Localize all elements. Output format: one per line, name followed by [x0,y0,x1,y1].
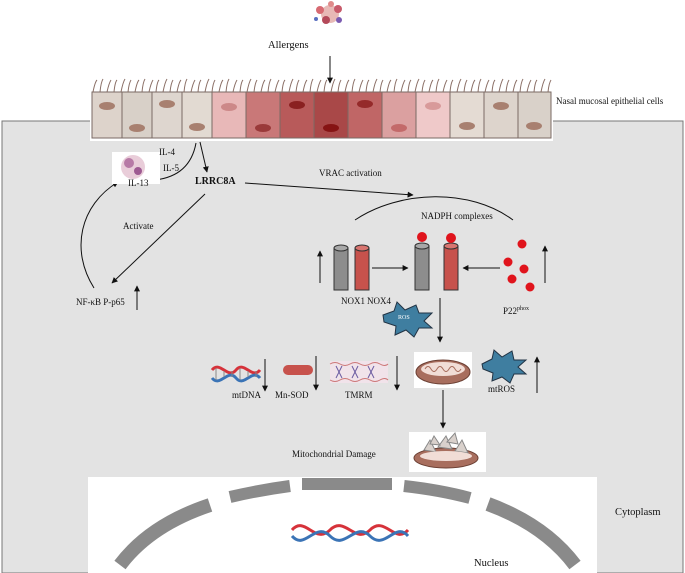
mtdna-label: mtDNA [232,390,261,400]
nox1-cylinder [333,247,349,291]
epithelial-cell [181,91,213,139]
p22-superscript: phox [517,306,530,312]
activate-label: Activate [123,221,154,231]
nasal-cells-label: Nasal mucosal epithelial cells [556,96,664,106]
damaged-mitochondrion-icon [409,431,486,472]
nox-complex-assembled [414,232,459,291]
p22phox-dots [503,239,535,292]
il4-label: IL-4 [159,147,175,157]
epithelial-cell [151,91,183,139]
immune-cell-icon [112,152,160,184]
nucleus-label: Nucleus [474,558,509,569]
epithelial-cell [517,91,552,139]
arrow-cells-to-lrrc8a [199,141,209,173]
nadph-complex-arc [354,196,514,221]
allergens-label: Allergens [268,40,309,51]
mnsod-icon [283,365,313,375]
epithelial-cell [279,91,315,139]
nox4-label: NOX4 [367,296,391,306]
arrow-activate-nfkb [111,193,206,284]
mito-damage-label: Mitochondrial Damage [292,449,376,459]
allergen-icon [314,1,342,24]
cytoplasm-label: Cytoplasm [615,507,661,518]
epithelial-cell [483,91,519,139]
ros-label: ROS [398,315,410,321]
il5-label: IL-5 [163,163,179,173]
epithelial-layer [90,78,553,141]
mtdna-icon [210,365,262,383]
il13-label: IL-13 [128,178,149,188]
nuclear-envelope-segment-2 [228,480,291,503]
tmrm-icon [329,361,389,383]
nuclear-envelope-segment-5 [485,497,581,570]
nox1-label: NOX1 [341,296,365,306]
nadph-label: NADPH complexes [421,211,493,221]
mtros-label: mtROS [488,384,516,394]
arrow-nfkb-to-cytokines [80,181,119,289]
nucleus-area [88,477,597,573]
nuclear-envelope-segment-4 [403,480,472,504]
epithelial-cell [211,91,247,139]
nox4-cylinder [354,247,370,291]
nfkb-label: NF-κB P-p65 [76,297,125,307]
vrac-label: VRAC activation [319,168,382,178]
mnsod-label: Mn-SOD [275,390,309,400]
epithelial-cell [449,91,485,139]
tmrm-label: TMRM [345,390,373,400]
mitochondrion-icon [414,352,472,388]
arrow-vrac-activation [244,182,414,198]
epithelial-cell [91,91,123,139]
nox-pair-left [333,244,370,291]
arrow-cells-to-cytokines [154,142,197,181]
p22-main-text: P22 [503,306,518,316]
nuclear-dna-strand-red [290,524,410,536]
epithelial-cell [415,91,451,139]
lrrc8a-label: LRRC8A [195,176,236,187]
epithelial-cell [347,91,383,139]
nuclear-envelope-segment-1 [114,498,213,570]
nuclear-dna-strand-blue [290,530,410,542]
p22phox-label: P22phox [503,306,529,316]
mtros-burst-icon [481,349,528,384]
ros-burst-icon [382,301,434,338]
